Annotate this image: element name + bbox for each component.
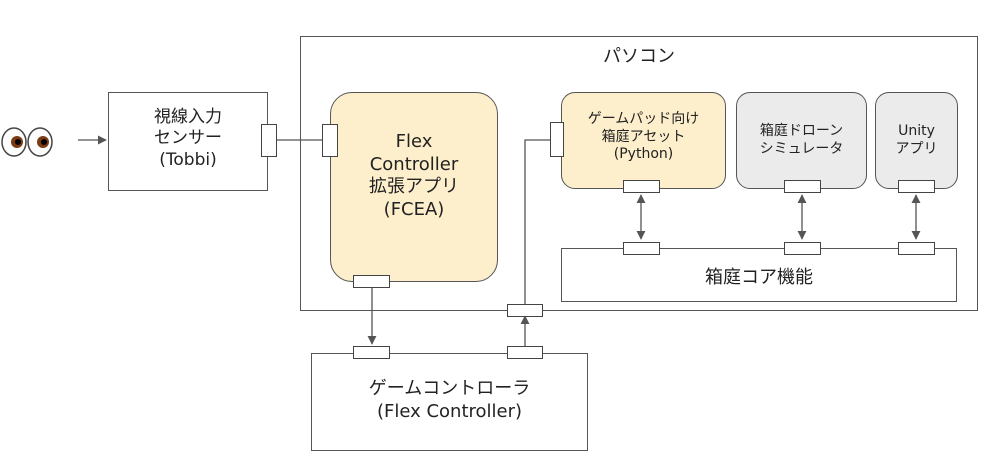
drone-line-2: シミュレータ [759,140,844,157]
fcea-line-1: Flex [395,131,433,152]
port-core-3 [898,242,935,255]
sensor-box: 視線入力 センサー (Tobbi) [108,92,268,191]
drone-line-1: 箱庭ドローン [759,123,844,139]
unity-line-2: アプリ [895,140,938,157]
unity-line-1: Unity [898,123,935,139]
controller-label: ゲームコントローラ (Flex Controller) [312,378,587,423]
core-label: 箱庭コア機能 [705,267,813,288]
pc-box: パソコン [300,36,978,311]
port-sensor-right [261,124,277,157]
port-core-1 [623,242,660,255]
gamepad-line-3: (Python) [613,146,674,162]
controller-line-2: (Flex Controller) [376,400,523,422]
fcea-line-2: Controller [369,153,459,175]
port-pc-bottom [507,304,543,317]
gamepad-asset-label: ゲームパッド向け 箱庭アセット (Python) [562,111,725,164]
fcea-line-4: (FCEA) [383,198,445,220]
port-gamepad-bottom [623,180,660,193]
drone-sim-box: 箱庭ドローン シミュレータ [736,92,867,189]
core-box: 箱庭コア機能 [561,248,957,302]
sensor-line-3: (Tobbi) [159,149,217,170]
port-fcea-left [322,124,338,157]
sensor-line-2: センサー [154,128,222,149]
fcea-box: Flex Controller 拡張アプリ (FCEA) [330,92,498,282]
fcea-label: Flex Controller 拡張アプリ (FCEA) [331,131,497,221]
port-core-2 [784,242,821,255]
port-gamepad-left [550,122,564,157]
fcea-line-3: 拡張アプリ [369,176,459,197]
port-unity-bottom [898,180,935,193]
port-controller-right [507,346,543,359]
drone-sim-label: 箱庭ドローン シミュレータ [737,123,866,158]
sensor-line-1: 視線入力 [154,107,222,127]
controller-box: ゲームコントローラ (Flex Controller) [311,353,588,451]
unity-app-label: Unity アプリ [876,123,957,158]
unity-app-box: Unity アプリ [875,92,958,189]
gamepad-line-1: ゲームパッド向け [587,111,700,127]
pc-label: パソコン [603,46,675,67]
sensor-label: 視線入力 センサー (Tobbi) [109,107,267,171]
port-drone-bottom [784,180,821,193]
gamepad-line-2: 箱庭アセット [601,128,686,145]
line-to-gamepad-port [524,139,550,305]
port-fcea-bottom [353,275,390,288]
eyes-icon [0,120,54,164]
gamepad-asset-box: ゲームパッド向け 箱庭アセット (Python) [561,92,726,189]
port-controller-left [353,346,390,359]
controller-line-1: ゲームコントローラ [368,378,531,399]
